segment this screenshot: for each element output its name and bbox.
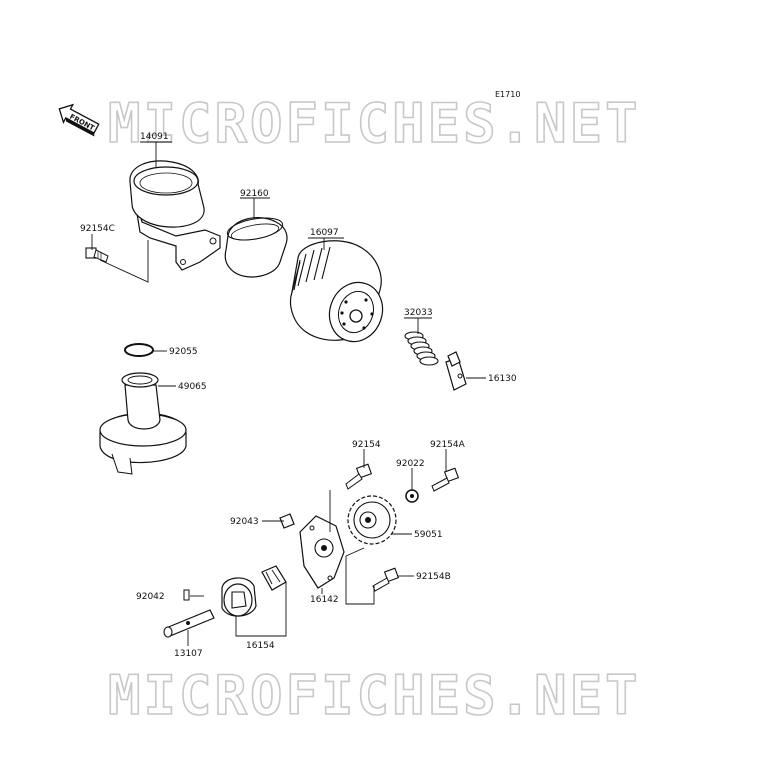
washer-hole-icon bbox=[410, 494, 414, 498]
part-labels: 14091 92160 92154C 16097 32033 16130 920… bbox=[80, 132, 517, 659]
part-16142-pump-body bbox=[299, 515, 345, 589]
label-14091: 14091 bbox=[140, 132, 169, 142]
part-92154b-bolt bbox=[372, 567, 400, 592]
label-92043: 92043 bbox=[230, 517, 259, 527]
label-92055: 92055 bbox=[169, 347, 198, 357]
label-92154c: 92154C bbox=[80, 224, 115, 234]
label-16097: 16097 bbox=[310, 228, 339, 238]
watermark-bottom: MICROFICHES.NET bbox=[108, 664, 641, 727]
label-16154: 16154 bbox=[246, 641, 275, 651]
part-13107-shaft bbox=[163, 609, 215, 638]
leader-lines bbox=[91, 141, 486, 646]
label-32033: 32033 bbox=[404, 308, 433, 318]
part-92154-bolt bbox=[345, 463, 373, 490]
part-32033-spring bbox=[404, 331, 439, 366]
part-16130-fitting bbox=[445, 351, 467, 391]
part-59051-gear bbox=[347, 495, 397, 545]
front-arrow-icon: FRONT bbox=[58, 103, 100, 137]
part-14091-cover bbox=[129, 160, 221, 271]
part-92043-pin bbox=[279, 513, 295, 529]
label-92154: 92154 bbox=[352, 440, 381, 450]
part-92160-ring bbox=[224, 217, 288, 278]
part-16154-rotors bbox=[221, 565, 287, 617]
label-92042: 92042 bbox=[136, 592, 165, 602]
label-92160: 92160 bbox=[240, 189, 269, 199]
label-49065: 49065 bbox=[178, 382, 207, 392]
label-16142: 16142 bbox=[310, 595, 339, 605]
part-92154c-bolt bbox=[85, 247, 109, 263]
watermark-top: MICROFICHES.NET bbox=[108, 92, 641, 155]
label-59051: 59051 bbox=[414, 530, 443, 540]
label-16130: 16130 bbox=[488, 374, 517, 384]
part-92055-oring bbox=[124, 343, 154, 357]
part-49065-housing bbox=[99, 372, 187, 475]
label-92022: 92022 bbox=[396, 459, 425, 469]
part-16097-oil-filter bbox=[289, 240, 384, 343]
part-92042-pin bbox=[183, 589, 190, 601]
label-92154b: 92154B bbox=[416, 572, 451, 582]
diagram-code: E1710 bbox=[495, 90, 520, 99]
label-92154a: 92154A bbox=[430, 440, 466, 450]
label-13107: 13107 bbox=[174, 649, 203, 659]
part-92154a-bolt bbox=[431, 467, 460, 492]
